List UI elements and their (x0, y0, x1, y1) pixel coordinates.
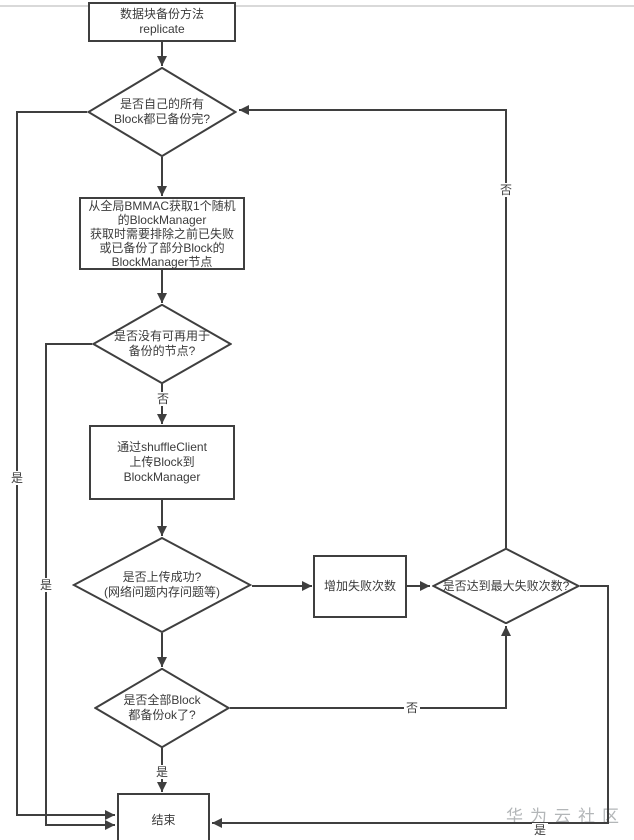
huawei-cloud-community-watermark: 华为云社区 (506, 807, 626, 826)
edge-label-no: 否 (403, 701, 421, 715)
decision-max-failures: 是否达到最大失败次数? (432, 548, 580, 624)
decision-all-blocks-ok: 是否全部Block 都备份ok了? (94, 668, 230, 748)
start-node-label: 数据块备份方法 replicate (119, 7, 204, 36)
process-increase-fail-count: 增加失败次数 (313, 555, 407, 618)
edge-label-yes: 是 (153, 765, 171, 779)
decision-no-reusable-nodes-label: 是否没有可再用于 备份的节点? (113, 329, 210, 358)
edge-check-all-backed-yes-to-end (16, 111, 115, 820)
edge-check-all-ok-no-to-check-max-failures (230, 626, 511, 709)
process-get-blockmanager-label: 从全局BMMAC获取1个随机 的BlockManager 获取时需要排除之前已失… (88, 198, 236, 269)
decision-upload-success-label: 是否上传成功? (网络问题内存问题等) (104, 570, 220, 599)
edge-label-yes: 是 (37, 578, 55, 592)
start-node: 数据块备份方法 replicate (88, 2, 236, 42)
edge-label-no: 否 (497, 183, 515, 197)
decision-all-blocks-backed-label: 是否自己的所有 Block都已备份完? (113, 97, 211, 126)
process-upload-block-label: 通过shuffleClient 上传Block到 BlockManager (117, 440, 207, 484)
decision-all-blocks-ok-label: 是否全部Block 都备份ok了? (123, 693, 201, 722)
edge-label-no: 否 (154, 392, 172, 406)
diamond-shape-icon (87, 67, 237, 157)
process-get-blockmanager: 从全局BMMAC获取1个随机 的BlockManager 获取时需要排除之前已失… (79, 197, 245, 270)
decision-all-blocks-backed: 是否自己的所有 Block都已备份完? (87, 67, 237, 157)
diamond-shape-icon (92, 304, 232, 384)
diamond-shape-icon (94, 668, 230, 748)
decision-upload-success: 是否上传成功? (网络问题内存问题等) (72, 537, 252, 633)
diamond-shape-icon (72, 537, 252, 633)
page-top-divider (0, 5, 634, 7)
diamond-shape-icon (432, 548, 580, 624)
edge-check-max-failures-yes-to-end (212, 585, 609, 828)
edge-label-yes: 是 (531, 823, 549, 837)
end-node: 结束 (117, 793, 210, 840)
decision-no-reusable-nodes: 是否没有可再用于 备份的节点? (92, 304, 232, 384)
process-upload-block: 通过shuffleClient 上传Block到 BlockManager (89, 425, 235, 500)
process-increase-fail-count-label: 增加失败次数 (323, 579, 396, 593)
edge-label-yes: 是 (8, 471, 26, 485)
edge-check-max-failures-no-back-to-top (239, 105, 507, 548)
decision-max-failures-label: 是否达到最大失败次数? (442, 578, 570, 593)
end-node-label: 结束 (151, 812, 176, 827)
